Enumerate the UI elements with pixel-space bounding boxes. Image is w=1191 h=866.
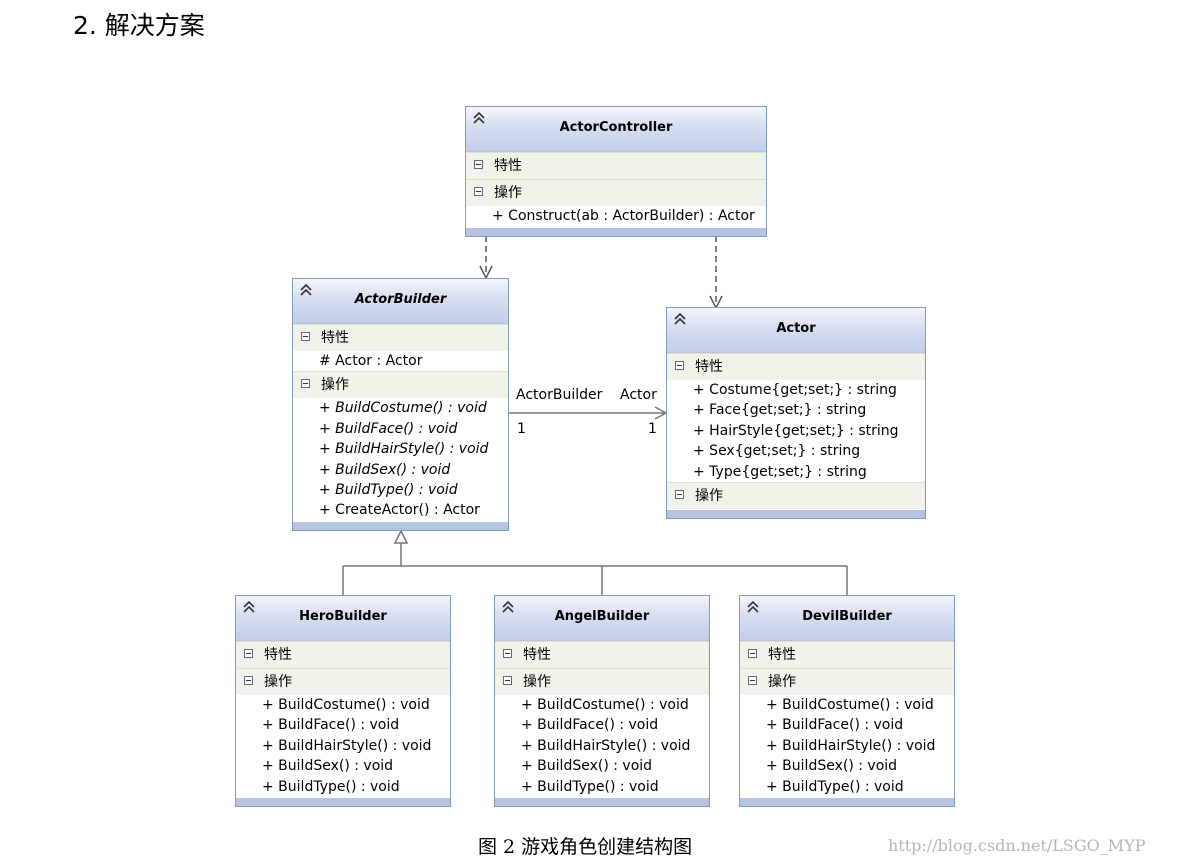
class-hero-builder[interactable]: HeroBuilder 特性 操作 + BuildCostume() : voi… xyxy=(235,595,451,807)
collapse-chevron-icon[interactable] xyxy=(673,311,687,327)
class-header: Actor xyxy=(667,308,925,353)
collapse-chevron-icon[interactable] xyxy=(242,599,256,615)
figure-caption: 图 2 游戏角色创建结构图 xyxy=(478,836,693,858)
operation-member: + BuildType() : void xyxy=(521,778,659,795)
attributes-section[interactable]: 特性 xyxy=(740,641,954,668)
attributes-section[interactable]: 特性 xyxy=(236,641,450,668)
operation-member: + BuildType() : void xyxy=(262,778,400,795)
operation-member: + BuildFace() : void xyxy=(262,717,400,734)
collapse-minus-icon[interactable] xyxy=(503,649,512,658)
attributes-section[interactable]: 特性 xyxy=(293,324,508,351)
class-actor-builder[interactable]: ActorBuilder 特性 # Actor : Actor 操作 + Bui… xyxy=(292,278,509,531)
operation-member: + BuildFace() : void xyxy=(319,420,458,437)
attribute-member: + Face{get;set;} : string xyxy=(693,402,867,419)
operations-section[interactable]: 操作 xyxy=(495,668,709,695)
collapse-minus-icon[interactable] xyxy=(748,649,757,658)
class-footer xyxy=(236,798,450,806)
class-header: AngelBuilder xyxy=(495,596,709,641)
attribute-member: + Sex{get;set;} : string xyxy=(693,443,861,460)
collapse-minus-icon[interactable] xyxy=(748,676,757,685)
operation-member: + BuildHairStyle() : void xyxy=(766,737,936,754)
operation-member: + BuildType() : void xyxy=(319,481,458,498)
class-name: ActorController xyxy=(559,120,673,135)
collapse-minus-icon[interactable] xyxy=(503,676,512,685)
operation-member: + BuildFace() : void xyxy=(766,717,904,734)
class-header: ActorBuilder xyxy=(293,279,508,324)
collapse-chevron-icon[interactable] xyxy=(299,282,313,298)
collapse-minus-icon[interactable] xyxy=(474,187,483,196)
collapse-chevron-icon[interactable] xyxy=(746,599,760,615)
operation-member: + BuildSex() : void xyxy=(319,461,451,478)
class-name: Actor xyxy=(776,321,816,336)
collapse-chevron-icon[interactable] xyxy=(501,599,515,615)
operation-member: + BuildCostume() : void xyxy=(262,697,430,713)
operation-member: + BuildSex() : void xyxy=(521,758,653,775)
class-devil-builder[interactable]: DevilBuilder 特性 操作 + BuildCostume() : vo… xyxy=(739,595,955,807)
generalization-arrowhead xyxy=(393,529,409,544)
operation-member: + BuildHairStyle() : void xyxy=(521,737,691,754)
operation-member: + BuildHairStyle() : void xyxy=(262,737,432,754)
operations-section[interactable]: 操作 xyxy=(667,481,925,509)
class-footer xyxy=(293,522,508,530)
association-target-multiplicity: 1 xyxy=(648,421,657,437)
collapse-minus-icon[interactable] xyxy=(474,160,483,169)
operation-member: + BuildType() : void xyxy=(766,778,904,795)
collapse-minus-icon[interactable] xyxy=(301,379,310,389)
collapse-minus-icon[interactable] xyxy=(675,489,684,499)
attributes-section[interactable]: 特性 xyxy=(466,152,766,179)
attributes-section[interactable]: 特性 xyxy=(667,353,925,380)
operation-member: + Construct(ab : ActorBuilder) : Actor xyxy=(492,208,755,224)
association-source-role: ActorBuilder xyxy=(516,387,603,403)
operation-member: + BuildFace() : void xyxy=(521,717,659,734)
operation-member: + BuildCostume() : void xyxy=(521,697,689,713)
collapse-minus-icon[interactable] xyxy=(675,361,684,370)
class-footer xyxy=(466,228,766,236)
operation-member: + BuildCostume() : void xyxy=(766,697,934,713)
attribute-member: # Actor : Actor xyxy=(319,353,423,369)
class-header: ActorController xyxy=(466,107,766,152)
class-angel-builder[interactable]: AngelBuilder 特性 操作 + BuildCostume() : vo… xyxy=(494,595,710,807)
class-footer xyxy=(667,510,925,518)
class-header: HeroBuilder xyxy=(236,596,450,641)
operation-member: + CreateActor() : Actor xyxy=(319,502,480,519)
class-name: HeroBuilder xyxy=(299,609,387,624)
collapse-minus-icon[interactable] xyxy=(244,676,253,685)
operation-member: + BuildSex() : void xyxy=(262,758,394,775)
class-footer xyxy=(740,798,954,806)
attribute-member: + Type{get;set;} : string xyxy=(693,463,867,480)
collapse-minus-icon[interactable] xyxy=(301,332,310,341)
operations-section[interactable]: 操作 xyxy=(740,668,954,695)
attribute-member: + HairStyle{get;set;} : string xyxy=(693,422,899,439)
section-heading: 2. 解决方案 xyxy=(73,11,205,40)
operations-section[interactable]: 操作 xyxy=(466,179,766,206)
watermark-url: http://blog.csdn.net/LSGO_MYP xyxy=(888,836,1146,855)
association-source-multiplicity: 1 xyxy=(517,421,526,437)
operations-section[interactable]: 操作 xyxy=(293,371,508,399)
operation-member: + BuildSex() : void xyxy=(766,758,898,775)
operation-member: + BuildCostume() : void xyxy=(319,400,487,417)
attributes-section[interactable]: 特性 xyxy=(495,641,709,668)
attribute-member: + Costume{get;set;} : string xyxy=(693,382,897,398)
class-actor-controller[interactable]: ActorController 特性 操作 + Construct(ab : A… xyxy=(465,106,767,237)
class-name: DevilBuilder xyxy=(802,609,892,624)
class-name: ActorBuilder xyxy=(354,292,447,307)
class-header: DevilBuilder xyxy=(740,596,954,641)
class-actor[interactable]: Actor 特性 + Costume{get;set;} : string + … xyxy=(666,307,926,519)
collapse-minus-icon[interactable] xyxy=(244,649,253,658)
association-target-role: Actor xyxy=(620,387,657,403)
class-footer xyxy=(495,798,709,806)
class-name: AngelBuilder xyxy=(554,609,650,624)
operation-member: + BuildHairStyle() : void xyxy=(319,441,489,458)
operations-section[interactable]: 操作 xyxy=(236,668,450,695)
collapse-chevron-icon[interactable] xyxy=(472,110,486,126)
